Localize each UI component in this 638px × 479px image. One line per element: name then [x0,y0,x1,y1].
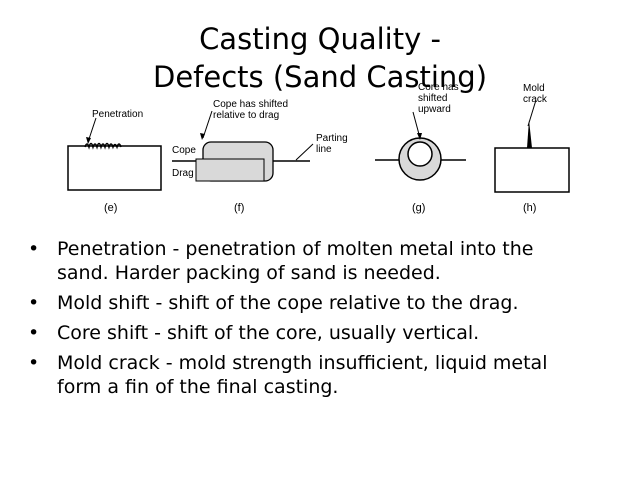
bullet-item-core-shift: • Core shift - shift of the core, usuall… [26,321,616,345]
figure-e-penetration: Penetration (e) [67,109,162,214]
bullet-dot: • [28,238,40,260]
bullet-text-line-1: Penetration - penetration of molten meta… [57,238,534,260]
mold-crack-label-2: crack [523,94,548,105]
cope-label: Cope [172,145,196,156]
bullet-dot: • [28,292,40,314]
shifted-core [407,141,433,167]
crack-fin [527,120,532,148]
figure-f-mold-shift: Cope has shifted relative to drag Cope D… [172,99,348,214]
defects-figure: Penetration (e) Cope has shifted relativ… [67,82,570,214]
bullet-dot: • [28,352,40,374]
bullet-list: • Penetration - penetration of molten me… [26,237,616,405]
caption-h: (h) [523,202,536,214]
drag-label: Drag [172,168,194,179]
core-shift-label-1: Core has [418,82,459,93]
bullet-item-mold-crack: • Mold crack - mold strength insufficien… [26,351,616,399]
mold-shift-label-2: relative to drag [213,110,279,121]
bullet-text-line-2: sand. Harder packing of sand is needed. [57,262,441,284]
mold-crack-label-1: Mold [523,83,545,94]
parting-line-label-2: line [316,144,332,155]
core-shift-label-2: shifted [418,93,447,104]
bullet-text-line-2: form a fin of the final casting. [57,376,339,398]
figure-g-core-shift: Core has shifted upward (g) [375,82,466,214]
parting-line-label-1: Parting [316,133,348,144]
figure-h-mold-crack: Mold crack (h) [494,83,570,214]
bullet-text-line-1: Mold crack - mold strength insufficient,… [57,352,548,374]
penetration-label: Penetration [92,109,143,120]
bullet-text-line-1: Core shift - shift of the core, usually … [57,322,480,344]
slide-title: Casting Quality - Defects (Sand Casting) [110,20,530,96]
caption-g: (g) [412,202,425,214]
bullet-item-mold-shift: • Mold shift - shift of the cope relativ… [26,291,616,315]
caption-f: (f) [234,202,244,214]
bullet-item-penetration: • Penetration - penetration of molten me… [26,237,616,285]
caption-e: (e) [104,202,117,214]
slide-title-line-2: Defects (Sand Casting) [152,60,488,94]
penetration-bumps [84,142,122,150]
bullet-text-line-1: Mold shift - shift of the cope relative … [57,292,519,314]
core-shift-label-3: upward [418,104,451,115]
bullet-dot: • [28,322,40,344]
slide-title-line-1: Casting Quality - [199,22,441,56]
mold-shift-label-1: Cope has shifted [213,99,288,110]
